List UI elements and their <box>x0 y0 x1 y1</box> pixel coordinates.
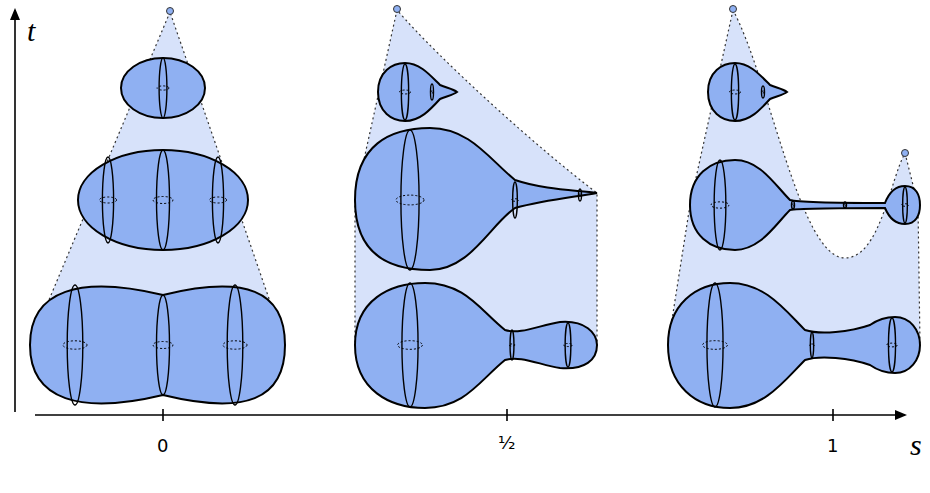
apex-dot <box>167 6 909 157</box>
hidden-ring <box>729 90 740 94</box>
axis-label: t <box>27 16 35 46</box>
meridian-ring <box>714 160 726 250</box>
meridian-ring <box>513 182 518 218</box>
hidden-ring <box>153 197 173 204</box>
hidden-ring <box>209 197 226 203</box>
meridian-ring <box>579 189 582 201</box>
hidden-ring <box>901 204 908 207</box>
latitude-rings <box>63 58 909 407</box>
hidden-ring <box>844 204 847 206</box>
meridian-ring <box>157 150 170 250</box>
hidden-ring <box>809 344 814 346</box>
meridian-ring <box>565 323 571 367</box>
meridian-ring <box>903 187 908 223</box>
meridian-ring <box>707 283 723 407</box>
meridian-ring <box>401 130 419 270</box>
meridian-ring <box>67 285 83 405</box>
axis-label: s <box>910 430 922 460</box>
hidden-ring <box>792 204 795 206</box>
tick-label: ½ <box>498 434 515 452</box>
hidden-ring <box>153 342 173 349</box>
hidden-ring <box>99 197 116 203</box>
meridian-ring <box>401 64 408 120</box>
meridian-ring <box>227 285 243 405</box>
meridian-ring <box>102 157 113 243</box>
hidden-ring <box>223 341 247 349</box>
meridian-ring <box>212 157 223 243</box>
hidden-ring <box>430 91 433 93</box>
hidden-ring <box>157 86 169 90</box>
meridian-ring <box>431 84 434 100</box>
meridian-ring <box>157 295 170 395</box>
hidden-ring <box>399 90 410 94</box>
meridian-ring <box>844 202 847 208</box>
meridian-ring <box>510 330 514 360</box>
hidden-ring <box>511 199 518 202</box>
surface <box>30 58 920 408</box>
hidden-ring <box>509 344 515 346</box>
hidden-ring <box>579 194 582 196</box>
tick-label: 0 <box>157 437 168 455</box>
meridian-ring <box>402 283 418 407</box>
hidden-ring <box>887 343 898 347</box>
tick-label: 1 <box>827 437 838 455</box>
hidden-ring <box>762 91 765 93</box>
meridian-ring <box>762 86 765 98</box>
hidden-ring <box>63 341 87 349</box>
hidden-ring <box>703 341 728 350</box>
meridian-ring <box>810 332 813 358</box>
axes <box>15 10 905 421</box>
meridian-ring <box>792 201 795 209</box>
hidden-ring <box>396 195 424 205</box>
hidden-ring <box>711 202 729 208</box>
meridian-ring <box>888 318 895 372</box>
meridian-ring <box>159 58 167 118</box>
hidden-ring <box>398 341 423 350</box>
meridian-ring <box>731 64 738 120</box>
hidden-ring <box>564 343 573 346</box>
